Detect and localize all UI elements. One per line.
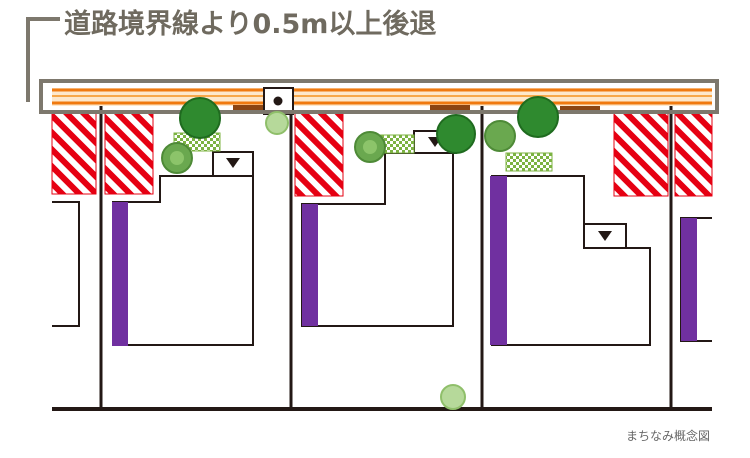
setback-frame: [39, 79, 719, 114]
diagram-caption: まちなみ概念図: [625, 429, 710, 443]
utility-point: [273, 96, 283, 106]
lot-lines: [52, 104, 712, 411]
trees: [161, 96, 559, 410]
hedges: [173, 132, 553, 172]
setback-headline: 道路境界線より0.5m以上後退: [64, 9, 437, 40]
headline-bracket: [26, 17, 60, 102]
boundary-walls: [112, 176, 697, 346]
